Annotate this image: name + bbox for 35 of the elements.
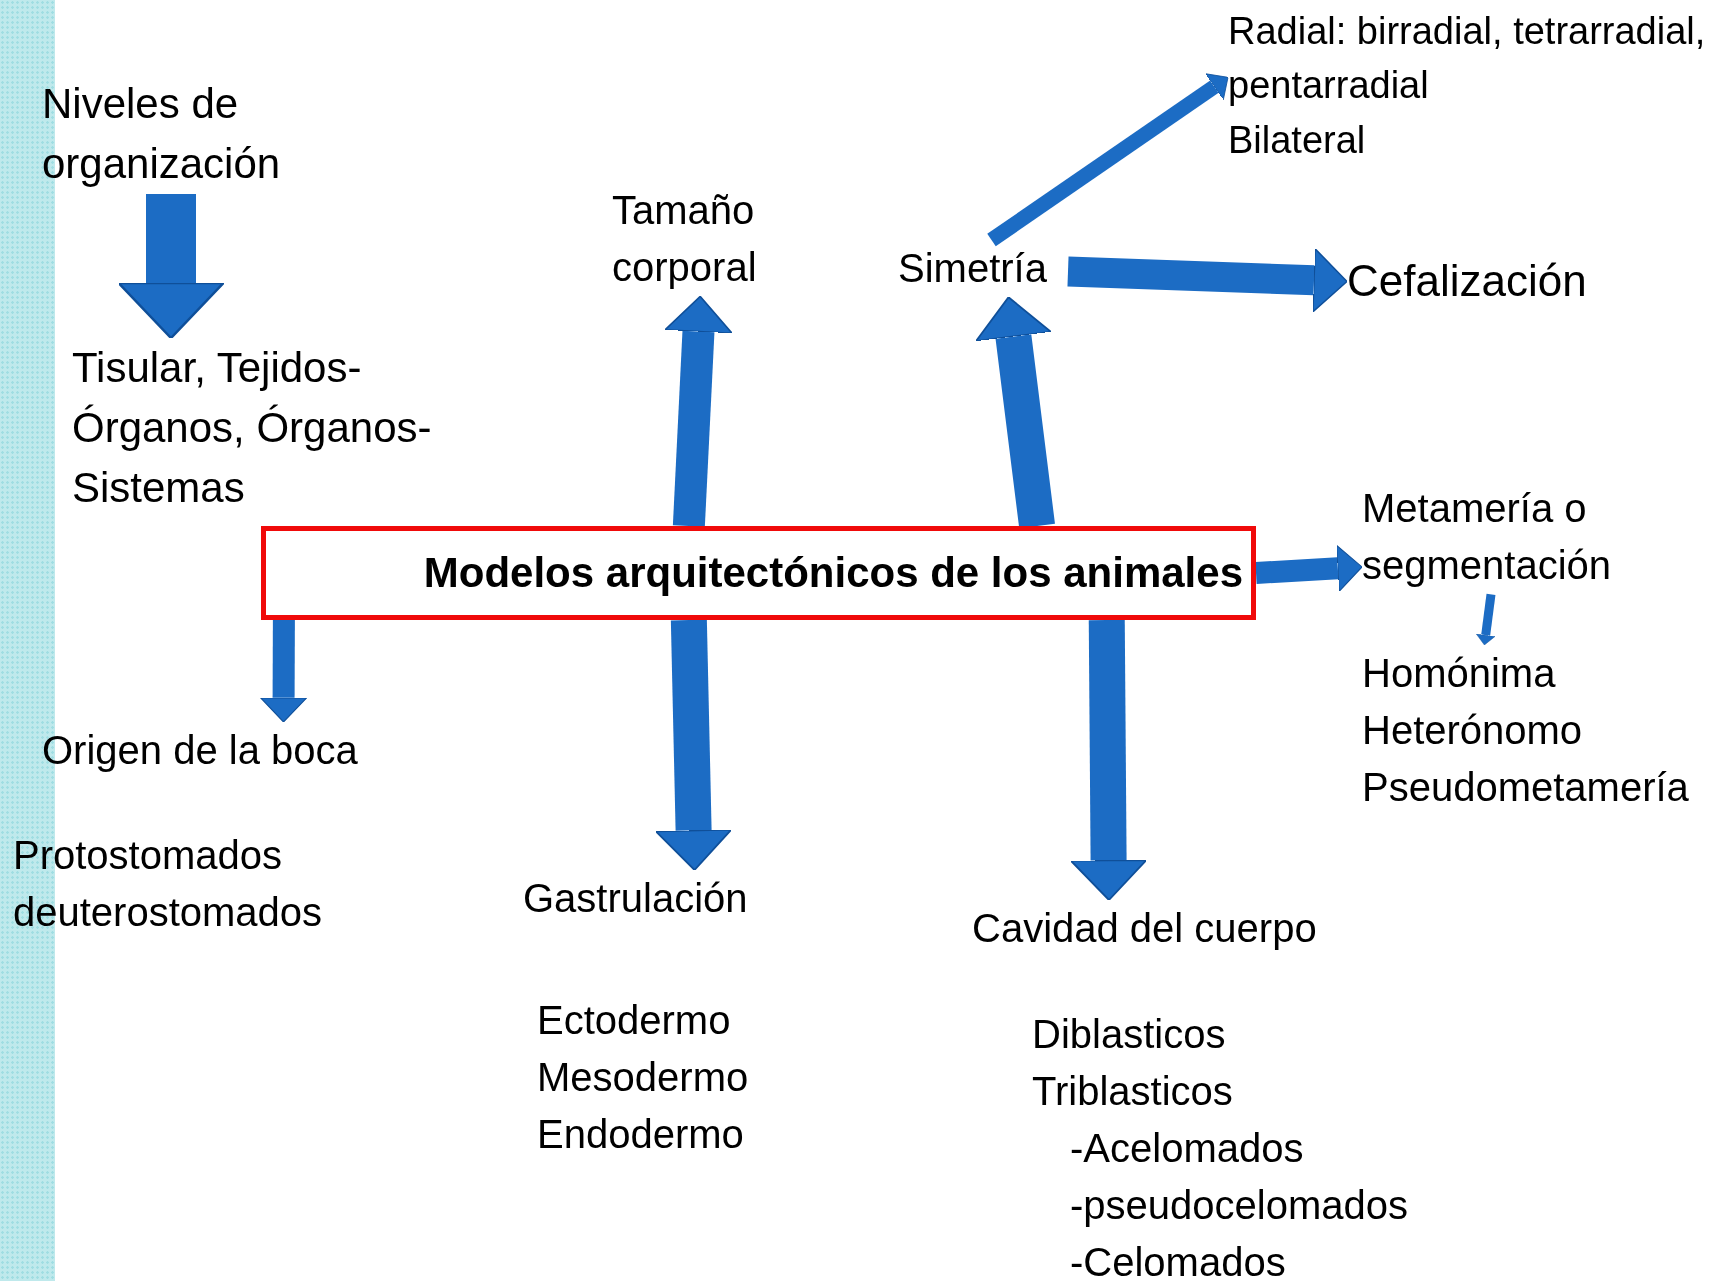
block-arrow <box>1067 248 1348 313</box>
topic-text: Niveles de organización <box>42 79 282 190</box>
block-arrow <box>975 296 1055 529</box>
topic-text: Radial: birradial, tetrarradial, pentarradial <box>1228 9 1707 109</box>
note-text: Diblasticos <box>1032 1011 1227 1058</box>
block-arrow <box>664 295 733 527</box>
note-text: Triblasticos <box>1032 1068 1234 1115</box>
block-arrow <box>259 619 308 723</box>
note-text: Mesodermo <box>537 1054 750 1101</box>
central-topic-box <box>261 526 1256 620</box>
topic-text: Tisular, Tejidos- Órganos, Órganos- Sistemas <box>72 343 433 514</box>
topic-text: Gastrulación <box>523 875 749 922</box>
topic-text: Pseudometamería <box>1362 764 1690 812</box>
topic-text: Tamaño corporal <box>612 187 758 292</box>
central-topic-title: Modelos arquitectónicos de los animales <box>423 547 1243 598</box>
topic-text: Cavidad del cuerpo <box>972 905 1318 952</box>
topic-text: Origen de la boca <box>42 727 359 774</box>
block-arrow <box>987 73 1229 247</box>
block-arrow <box>1255 544 1363 592</box>
topic-text: Metamería o segmentación <box>1362 485 1613 590</box>
topic-text: Homónima <box>1362 650 1557 697</box>
note-text: -pseudocelomados <box>1070 1182 1409 1229</box>
block-arrow <box>654 619 733 871</box>
block-arrow <box>1476 593 1496 646</box>
note-text: Endodermo <box>537 1111 745 1158</box>
note-text: -Acelomados <box>1070 1125 1305 1172</box>
note-text: Protostomados deuterostomados <box>13 832 324 937</box>
topic-text: Simetría <box>898 245 1048 292</box>
topic-text: Cefalización <box>1347 255 1588 307</box>
topic-text: Heterónomo <box>1362 707 1584 755</box>
note-text: -Celomados <box>1070 1239 1287 1281</box>
block-arrow <box>1069 619 1148 901</box>
block-arrow <box>117 194 225 340</box>
note-text: Ectodermo <box>537 997 732 1044</box>
topic-text: Bilateral <box>1228 117 1367 163</box>
